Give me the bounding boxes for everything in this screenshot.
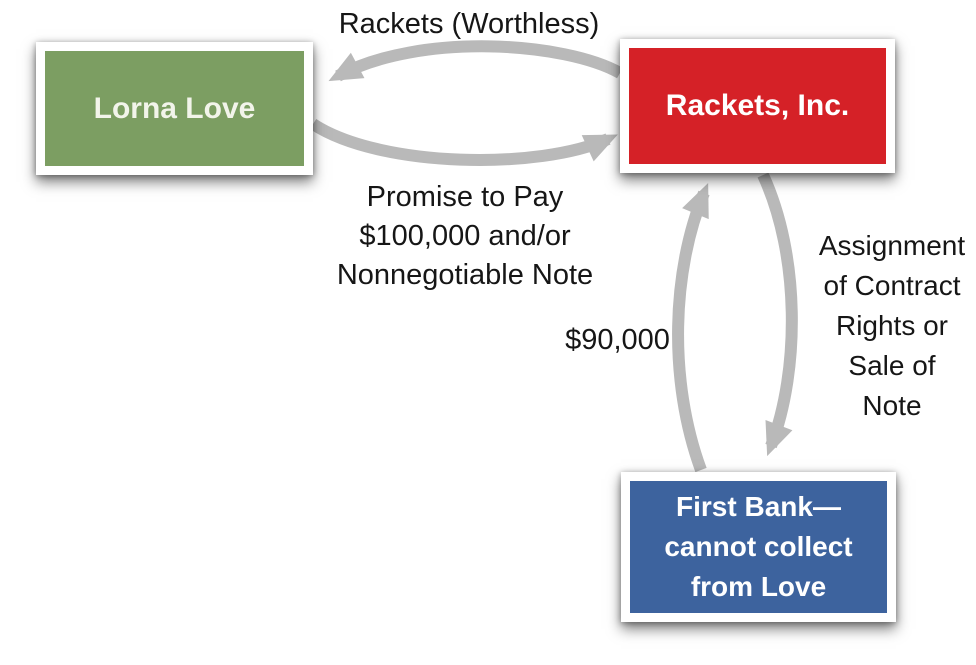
node-rackets-inc: Rackets, Inc. [620,39,895,173]
arrow-rackets-to-lorna [328,40,623,82]
arrow-lorna-to-rackets [309,118,618,166]
arrow-bank-to-rackets [672,183,710,473]
node-lorna-love: Lorna Love [36,42,313,175]
edge-label-promise-to-pay: Promise to Pay $100,000 and/or Nonnegoti… [336,181,594,291]
node-first-bank: First Bank— cannot collect from Love [621,472,896,622]
edge-label-assignment-of-rights: Assignment of Contract Rights or Sale of… [818,230,966,421]
arrow-rackets-to-bank [757,172,798,457]
edge-label-90000: $90,000 [565,324,670,356]
edge-label-rackets-worthless: Rackets (Worthless) [338,8,600,40]
